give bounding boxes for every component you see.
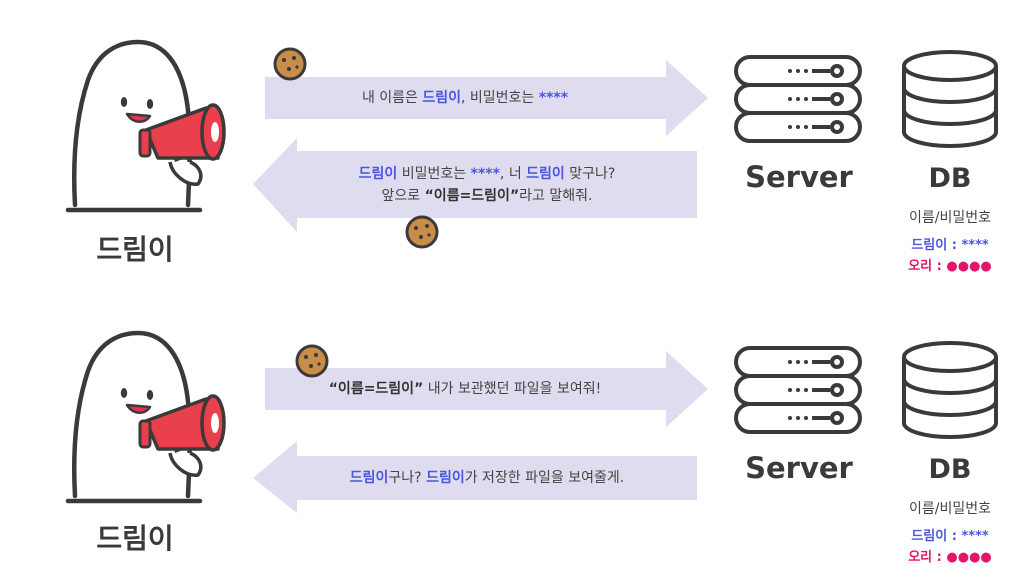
db-column-label: 이름/비밀번호 — [909, 210, 991, 226]
db-row-value: : **** — [947, 238, 989, 253]
request-arrow — [265, 351, 708, 427]
response-message: 드림이 비밀번호는 ****, 너 드림이 맞구나? 앞으로 “이름=드림이”라… — [297, 163, 677, 207]
response-arrow — [253, 441, 697, 513]
db-row-value: : ●●●● — [932, 259, 992, 274]
db-row: 오리 : ●●●● — [885, 255, 1015, 274]
msg-text: 내가 보관했던 파일을 보여줘! — [423, 381, 602, 397]
db-row-value: : **** — [947, 529, 989, 544]
cookie-icon — [273, 47, 307, 81]
db-row-name: 오리 — [908, 259, 933, 274]
msg-name: 드림이 — [426, 470, 465, 486]
response-arrow — [253, 138, 697, 232]
msg-text: 가 저장한 파일을 보여줄게. — [464, 470, 625, 486]
msg-text: 맞구나? — [564, 166, 616, 182]
msg-name: 드림이 — [349, 470, 389, 486]
cookie-icon — [405, 215, 439, 249]
msg-text: 구나? — [388, 470, 427, 486]
panel-login: 드림이 내 이름은 드림이, 비밀번호는 **** 드림이 비밀번호는 ****… — [65, 39, 1015, 274]
msg-text: 내 이름은 — [361, 90, 423, 106]
panel-cookie-auth: 드림이 “이름=드림이” 내가 보관했던 파일을 보여줘! 드림이구나? 드림이… — [0, 291, 1035, 582]
request-message: 내 이름은 드림이, 비밀번호는 **** — [265, 87, 665, 109]
msg-text: 비밀번호는 — [397, 166, 471, 182]
server-icon — [734, 55, 862, 143]
request-message: “이름=드림이” 내가 보관했던 파일을 보여줘! — [265, 378, 665, 400]
cookie-icon — [295, 344, 329, 378]
db-column-label: 이름/비밀번호 — [909, 501, 991, 517]
server-label: Server — [745, 451, 853, 485]
msg-name: 드림이 — [422, 90, 461, 106]
response-line-2: 앞으로 “이름=드림이”라고 말해줘. — [297, 185, 677, 207]
db-label: DB — [928, 454, 972, 485]
msg-cookie-value: “이름=드림이” — [424, 188, 520, 204]
server-icon — [734, 346, 862, 434]
db-row: 오리 : ●●●● — [885, 546, 1015, 565]
db-row-name: 오리 — [908, 550, 933, 565]
msg-name: 드림이 — [526, 166, 565, 182]
character-name: 드림이 — [96, 233, 174, 266]
response-line-1: 드림이 비밀번호는 ****, 너 드림이 맞구나? — [297, 163, 677, 185]
panel-art — [65, 39, 998, 249]
megaphone-icon — [138, 394, 226, 477]
msg-password: **** — [470, 166, 500, 182]
db-label: DB — [928, 163, 972, 194]
db-row-name: 드림이 — [911, 529, 948, 544]
db-row: 드림이 : **** — [885, 525, 1015, 544]
request-arrow — [265, 60, 708, 136]
database-icon — [902, 341, 998, 439]
msg-text: , 너 — [499, 166, 527, 182]
msg-text: 앞으로 — [381, 188, 425, 204]
msg-name: 드림이 — [358, 166, 398, 182]
character-name: 드림이 — [96, 522, 174, 555]
panel-art — [65, 330, 998, 513]
response-message: 드림이구나? 드림이가 저장한 파일을 보여줄게. — [297, 467, 677, 489]
db-row-value: : ●●●● — [932, 550, 992, 565]
msg-text: , 비밀번호는 — [461, 90, 539, 106]
msg-cookie-value: “이름=드림이” — [328, 381, 424, 397]
server-label: Server — [745, 160, 853, 194]
database-icon — [902, 50, 998, 148]
db-row: 드림이 : **** — [885, 234, 1015, 253]
msg-password: **** — [538, 90, 569, 106]
msg-text: 라고 말해줘. — [519, 188, 593, 204]
megaphone-icon — [138, 103, 226, 186]
db-row-name: 드림이 — [911, 238, 948, 253]
